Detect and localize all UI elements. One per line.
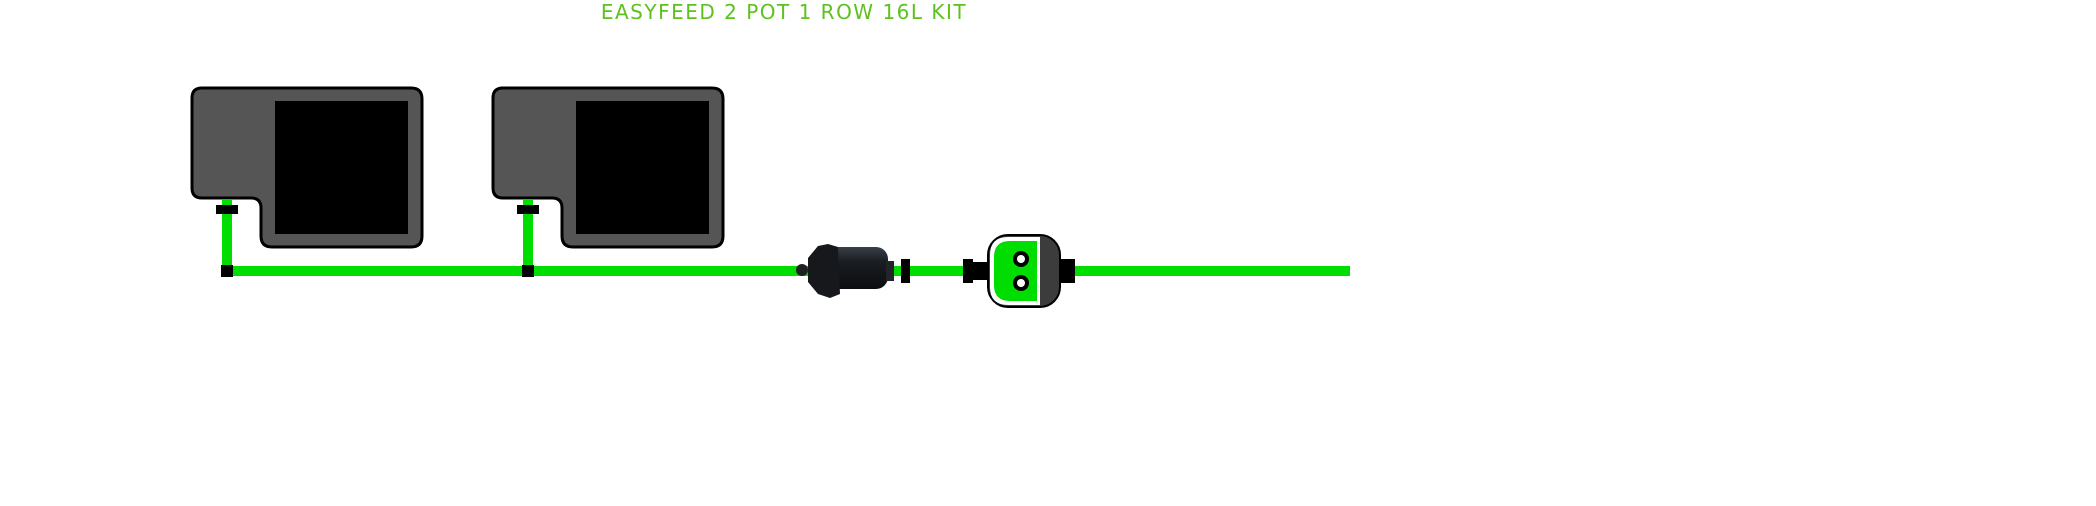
kit-title: EASYFEED 2 POT 1 ROW 16L KIT <box>600 0 968 24</box>
filter-cap <box>808 244 840 298</box>
main-feed-pipe <box>226 266 1350 276</box>
pot-1-connector <box>216 205 238 214</box>
filter-outlet-connector <box>901 259 910 283</box>
pot-1-well <box>275 101 408 234</box>
tap-connector-collar <box>973 262 991 280</box>
inline-filter <box>796 244 894 298</box>
tap-connector-green-panel <box>994 241 1037 301</box>
filter-inlet <box>796 264 808 276</box>
pot-2-well <box>576 101 709 234</box>
tap-connector-outlet <box>1058 259 1075 283</box>
filter-outlet <box>886 261 894 281</box>
pot-2-drop-pipe <box>523 200 533 270</box>
tap-connector-inlet <box>963 259 973 283</box>
pot-1 <box>190 86 424 277</box>
tap-connector-port-top-inner <box>1017 255 1025 263</box>
tap-connector <box>963 234 1075 308</box>
pot-2 <box>491 86 725 277</box>
tap-connector-port-bottom-inner <box>1017 279 1025 287</box>
pot-2-connector <box>517 205 539 214</box>
pot-1-tee-fitting <box>221 265 233 277</box>
pot-1-drop-pipe <box>222 200 232 270</box>
pot-2-tee-fitting <box>522 265 534 277</box>
